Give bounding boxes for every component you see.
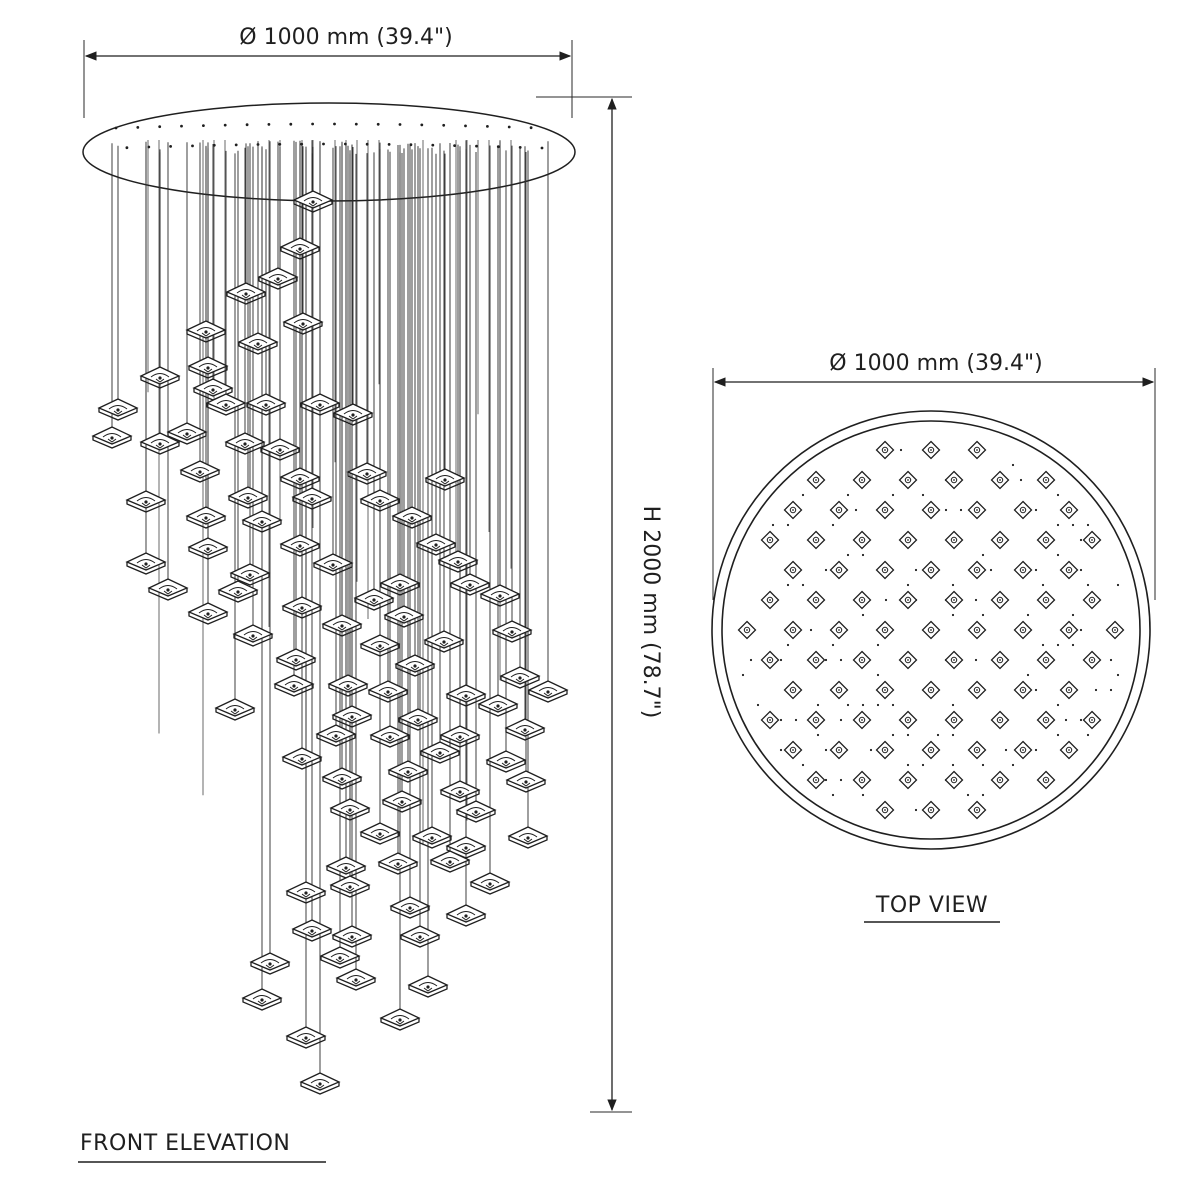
- crystal-pendant: [446, 904, 486, 927]
- crystal-pendant: [336, 968, 376, 991]
- front-elevation-title-text: FRONT ELEVATION: [80, 1131, 290, 1156]
- front-height-label: H 2000 mm (78.7"): [638, 506, 663, 719]
- crystal-pendant: [368, 680, 408, 703]
- top-view: Ø 1000 mm (39.4") TOP VIEW: [711, 351, 1156, 923]
- crystal-pendant: [430, 850, 470, 873]
- crystal-pendant: [328, 674, 368, 697]
- crystal-pendant: [456, 800, 496, 823]
- crystal-pendant: [382, 790, 422, 813]
- crystal-pendant: [322, 767, 362, 790]
- crystal-pendant: [286, 1026, 326, 1049]
- crystal-pendant: [390, 896, 430, 919]
- crystal-pendant: [215, 698, 255, 721]
- crystal-pendant: [326, 856, 366, 879]
- crystal-pendant: [508, 826, 548, 849]
- crystal-pendant: [360, 822, 400, 845]
- crystal-pendant: [320, 946, 360, 969]
- crystal-pendant: [528, 680, 568, 703]
- crystal-pendants: [92, 190, 568, 1095]
- crystal-pendant: [140, 432, 180, 455]
- crystal-pendant: [380, 1008, 420, 1031]
- top-width-label: Ø 1000 mm (39.4"): [829, 351, 1042, 376]
- front-elevation-title: FRONT ELEVATION: [78, 1131, 326, 1163]
- crystal-pendant: [378, 852, 418, 875]
- crystal-pendant: [274, 674, 314, 697]
- crystal-pendant: [282, 747, 322, 770]
- top-view-title-text: TOP VIEW: [875, 893, 988, 918]
- crystal-pendant: [226, 282, 266, 305]
- crystal-pendant: [424, 630, 464, 653]
- top-width-dimension: Ø 1000 mm (39.4"): [712, 351, 1156, 600]
- crystal-pendant: [276, 648, 316, 671]
- crystal-pendant: [398, 708, 438, 731]
- crystal-pendant: [188, 602, 228, 625]
- top-view-title: TOP VIEW: [864, 893, 1000, 923]
- crystal-pendant: [225, 432, 265, 455]
- crystal-pendant: [92, 426, 132, 449]
- crystal-pendant: [400, 925, 440, 948]
- crystal-pendant: [233, 624, 273, 647]
- crystal-pendant: [148, 578, 188, 601]
- crystal-pendant: [206, 393, 246, 416]
- front-height-dimension: H 2000 mm (78.7"): [536, 96, 663, 1113]
- crystal-pendant: [330, 875, 370, 898]
- crystal-pendant: [332, 925, 372, 948]
- top-view-disc: [711, 410, 1151, 850]
- crystal-pendant: [283, 312, 323, 335]
- crystal-pendant: [250, 952, 290, 975]
- crystal-pendant: [300, 1072, 340, 1095]
- front-width-label: Ø 1000 mm (39.4"): [239, 25, 452, 50]
- crystal-pendant: [186, 506, 226, 529]
- crystal-pendant: [180, 460, 220, 483]
- crystal-pendant: [412, 826, 452, 849]
- crystal-pendant: [470, 872, 510, 895]
- crystal-pendant: [242, 988, 282, 1011]
- front-elevation-view: Ø 1000 mm (39.4") H 2000 mm (78.7") FRON…: [78, 25, 663, 1163]
- crystal-pendant: [440, 780, 480, 803]
- crystal-pendant: [258, 267, 298, 290]
- crystal-pendant: [408, 975, 448, 998]
- crystal-pendant: [388, 760, 428, 783]
- crystal-pendant: [316, 724, 356, 747]
- crystal-pendant: [354, 588, 394, 611]
- crystal-pendant: [384, 605, 424, 628]
- crystal-pendant: [392, 506, 432, 529]
- crystal-pendant: [438, 550, 478, 573]
- crystal-pendant: [370, 725, 410, 748]
- crystal-pendant: [292, 919, 332, 942]
- crystal-pendant: [420, 741, 460, 764]
- front-width-dimension: Ø 1000 mm (39.4"): [83, 25, 573, 118]
- crystal-pendant: [486, 750, 526, 773]
- crystal-pendant: [98, 398, 138, 421]
- ceiling-canopy: [82, 102, 576, 202]
- crystal-pendant: [505, 718, 545, 741]
- crystal-pendant: [506, 770, 546, 793]
- crystal-pendant: [500, 666, 540, 689]
- crystal-pendant: [280, 534, 320, 557]
- crystal-pendant: [450, 573, 490, 596]
